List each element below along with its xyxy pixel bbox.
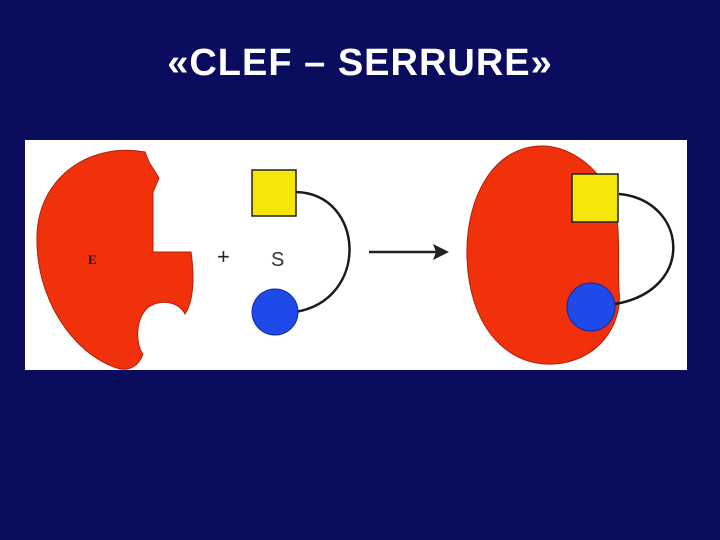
complex-square (571, 173, 619, 223)
plus-sign: + (217, 244, 230, 269)
lock-and-key-diagram: E + S (36, 145, 675, 370)
substrate-free: S (251, 169, 351, 336)
substrate-linker (294, 190, 351, 314)
substrate-square (251, 169, 297, 217)
substrate-label: S (271, 249, 284, 271)
enzyme-free: E (36, 149, 194, 370)
enzyme-label: E (88, 252, 97, 267)
enzyme-shape (36, 149, 194, 370)
slide-title: «CLEF – SERRURE» (167, 42, 553, 84)
reaction-arrow (369, 244, 449, 260)
substrate-circle (251, 288, 299, 336)
complex-linker (614, 192, 675, 306)
diagram-panel: E + S (25, 140, 687, 370)
enzyme-substrate-complex (466, 145, 675, 365)
arrow-head (433, 244, 449, 260)
complex-circle (566, 282, 616, 332)
